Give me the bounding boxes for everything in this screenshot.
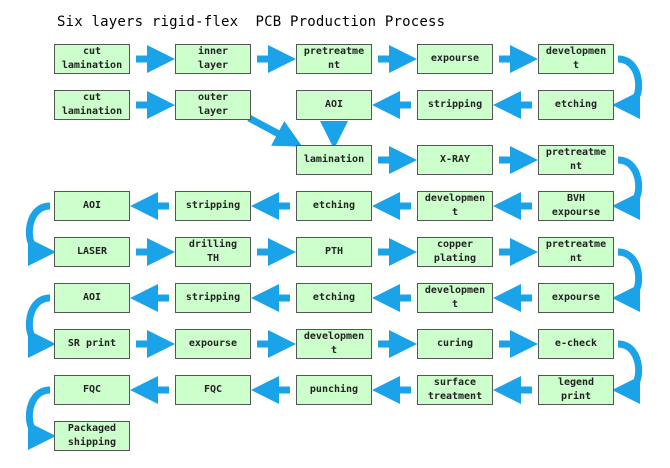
- step-pth: PTH: [296, 237, 372, 267]
- step-development-4: developmen t: [296, 329, 372, 359]
- step-legend-print: legend print: [538, 375, 614, 405]
- step-etching-3: etching: [296, 283, 372, 313]
- step-punching: punching: [296, 375, 372, 405]
- step-bvh-expourse: BVH expourse: [538, 191, 614, 221]
- step-packaged-shipping: Packaged shipping: [54, 421, 130, 451]
- step-label: AOI: [82, 292, 102, 303]
- step-label: stripping: [185, 292, 241, 303]
- arrow-curve-left-3: [26, 386, 56, 450]
- step-label: legend print: [557, 377, 595, 402]
- step-label: e-check: [554, 338, 598, 349]
- step-development: developmen t: [538, 44, 614, 74]
- step-label: expourse: [188, 338, 238, 349]
- step-label: expourse: [551, 292, 601, 303]
- step-label: PTH: [324, 246, 344, 257]
- step-label: pretreatme nt: [545, 147, 607, 172]
- step-etching: etching: [538, 90, 614, 120]
- step-label: drilling TH: [188, 239, 238, 264]
- step-label: surface treatment: [427, 377, 483, 402]
- step-label: developmen t: [303, 331, 365, 356]
- step-label: pretreatme nt: [545, 239, 607, 264]
- step-stripping-2: stripping: [175, 191, 251, 221]
- step-copper-plating: copper plating: [417, 237, 493, 267]
- step-drilling-th: drilling TH: [175, 237, 251, 267]
- arrow-curve-left-1: [26, 202, 56, 266]
- step-outer-layer: outer layer: [175, 90, 251, 120]
- step-label: cut lamination: [61, 46, 123, 71]
- step-pretreatment-2: pretreatme nt: [538, 145, 614, 175]
- step-label: developmen t: [545, 46, 607, 71]
- step-label: BVH expourse: [551, 193, 601, 218]
- step-label: expourse: [430, 53, 480, 64]
- step-label: outer layer: [197, 92, 229, 117]
- step-aoi: AOI: [296, 90, 372, 120]
- step-label: FQC: [82, 384, 102, 395]
- step-surface-treatment: surface treatment: [417, 375, 493, 405]
- step-label: AOI: [82, 200, 102, 211]
- arrow-curve-left-2: [26, 294, 56, 358]
- step-fqc-2: FQC: [175, 375, 251, 405]
- step-inner-layer: inner layer: [175, 44, 251, 74]
- step-label: curing: [436, 338, 474, 349]
- step-label: punching: [309, 384, 359, 395]
- step-label: stripping: [427, 99, 483, 110]
- step-expourse-3: expourse: [175, 329, 251, 359]
- step-expourse: expourse: [417, 44, 493, 74]
- step-development-2: developmen t: [417, 191, 493, 221]
- step-sr-print: SR print: [54, 329, 130, 359]
- step-label: cut lamination: [61, 92, 123, 117]
- step-expourse-2: expourse: [538, 283, 614, 313]
- step-curing: curing: [417, 329, 493, 359]
- step-lamination: lamination: [296, 145, 372, 175]
- step-label: Packaged shipping: [67, 423, 117, 448]
- step-x-ray: X-RAY: [417, 145, 493, 175]
- arrow-curve-right-2: [612, 156, 642, 220]
- step-fqc: FQC: [54, 375, 130, 405]
- step-label: developmen t: [424, 193, 486, 218]
- step-stripping-3: stripping: [175, 283, 251, 313]
- step-pretreatment: pretreatme nt: [296, 44, 372, 74]
- step-label: LASER: [76, 246, 108, 257]
- step-label: inner layer: [197, 46, 229, 71]
- step-label: etching: [312, 292, 356, 303]
- diagram-title: Six layers rigid-flex PCB Production Pro…: [57, 14, 446, 30]
- step-e-check: e-check: [538, 329, 614, 359]
- step-label: FQC: [203, 384, 223, 395]
- step-cut-lamination: cut lamination: [54, 44, 130, 74]
- arrow-curve-right-4: [612, 340, 642, 404]
- step-pretreatment-3: pretreatme nt: [538, 237, 614, 267]
- step-label: SR print: [67, 338, 117, 349]
- step-development-3: developmen t: [417, 283, 493, 313]
- step-label: etching: [554, 99, 598, 110]
- step-label: lamination: [303, 154, 365, 165]
- arrow-curve-right-3: [612, 248, 642, 312]
- step-label: etching: [312, 200, 356, 211]
- step-aoi-3: AOI: [54, 283, 130, 313]
- arrow-diagonal-to-lamination: [247, 114, 303, 147]
- step-label: copper plating: [433, 239, 477, 264]
- step-stripping: stripping: [417, 90, 493, 120]
- step-etching-2: etching: [296, 191, 372, 221]
- step-laser: LASER: [54, 237, 130, 267]
- arrow-curve-right-1: [612, 55, 642, 119]
- step-label: X-RAY: [439, 154, 471, 165]
- step-aoi-2: AOI: [54, 191, 130, 221]
- step-cut-lamination-2: cut lamination: [54, 90, 130, 120]
- step-label: pretreatme nt: [303, 46, 365, 71]
- step-label: developmen t: [424, 285, 486, 310]
- step-label: stripping: [185, 200, 241, 211]
- step-label: AOI: [324, 99, 344, 110]
